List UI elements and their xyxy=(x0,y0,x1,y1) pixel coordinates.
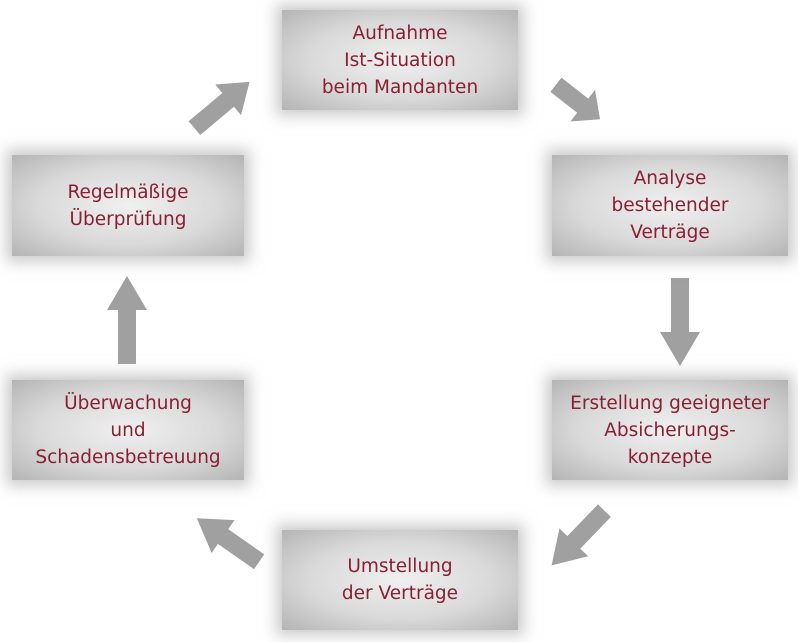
step-aufnahme: Aufnahme Ist-Situation beim Mandanten xyxy=(282,10,518,110)
arrow-analyse-to-erstellung xyxy=(660,278,700,366)
step-analyse: Analyse bestehender Verträge xyxy=(552,155,788,256)
arrow-ueberpruefung-to-aufnahme xyxy=(188,81,250,136)
step-ueberpruefung: Regelmäßige Überprüfung xyxy=(12,155,244,256)
step-ueberpruefung-label: Regelmäßige Überprüfung xyxy=(67,181,189,230)
arrow-erstellung-to-umstellung xyxy=(551,504,611,566)
arrow-aufnahme-to-analyse xyxy=(550,77,601,122)
step-erstellung-label: Erstellung geeigneter Absicherungs- konz… xyxy=(570,392,770,468)
arrow-ueberwachung-to-ueberpruefung xyxy=(107,276,147,364)
step-umstellung-label: Umstellung der Verträge xyxy=(341,556,459,604)
step-umstellung: Umstellung der Verträge xyxy=(282,530,518,630)
step-aufnahme-label: Aufnahme Ist-Situation beim Mandanten xyxy=(321,22,479,98)
step-ueberwachung-label: Überwachung und Schadensbetreuung xyxy=(35,392,221,468)
arrow-umstellung-to-ueberwachung xyxy=(196,518,265,570)
step-analyse-label: Analyse bestehender Verträge xyxy=(611,168,729,243)
step-erstellung: Erstellung geeigneter Absicherungs- konz… xyxy=(552,380,788,480)
step-ueberwachung: Überwachung und Schadensbetreuung xyxy=(12,380,244,480)
